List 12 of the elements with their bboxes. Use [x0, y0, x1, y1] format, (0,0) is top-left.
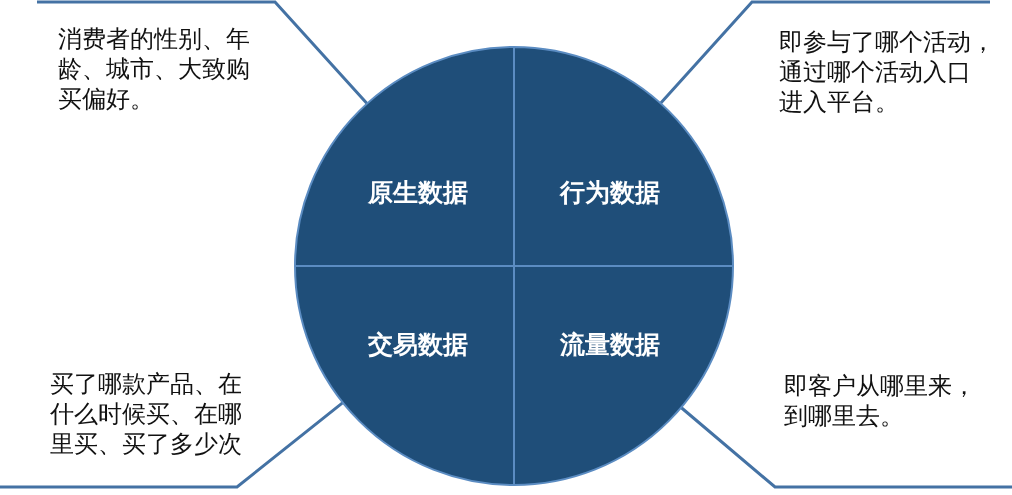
quadrant-label: 流量数据: [560, 330, 660, 360]
callout-text: 即参与了哪个活动，通过哪个活动入口进入平台。: [779, 27, 996, 117]
leader-line: [0, 401, 344, 489]
quadrant-label: 行为数据: [560, 178, 660, 208]
callout-text: 消费者的性别、年龄、城市、大致购买偏好。: [58, 24, 251, 114]
quadrant-label: 交易数据: [368, 330, 468, 360]
leader-line: [659, 0, 990, 105]
callout-text: 即客户从哪里来，到哪里去。: [784, 371, 977, 431]
callout-text: 买了哪款产品、在什么时候买、在哪里买、买了多少次: [50, 369, 243, 459]
quadrant-label: 原生数据: [368, 178, 468, 208]
leader-line: [680, 406, 1012, 489]
leader-line: [37, 0, 369, 105]
